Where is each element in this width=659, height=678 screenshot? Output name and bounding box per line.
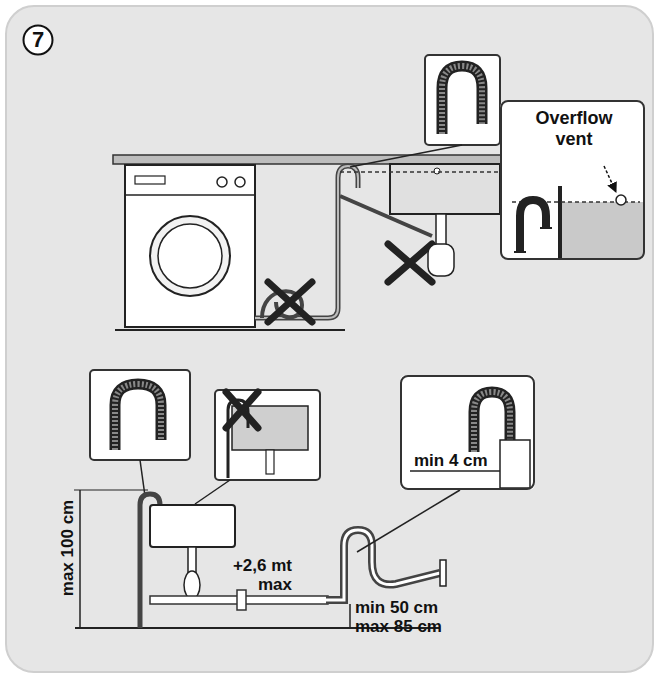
sink-trap — [428, 244, 454, 276]
sink-basin — [150, 505, 235, 547]
dimension-label: +2,6 mt max — [218, 556, 292, 594]
overflow-hole — [434, 168, 440, 174]
leader-line — [350, 145, 462, 167]
inset-label: Overflow vent — [524, 108, 624, 150]
control-knob — [235, 177, 245, 187]
tub-drain — [266, 450, 274, 474]
hose-inset — [425, 55, 500, 145]
panel — [6, 6, 653, 672]
leader-line — [357, 490, 460, 552]
step-number: 7 — [22, 24, 54, 56]
cross-mark — [388, 244, 432, 282]
dimension-line — [349, 604, 351, 628]
dimension-label: min 50 cm max 85 cm — [355, 598, 455, 636]
dimension-label: max 100 cm — [58, 500, 77, 596]
overflow-vent-symbol — [616, 195, 626, 205]
standpipe-inset-bg — [400, 375, 535, 490]
water — [562, 202, 643, 258]
hose-ends — [514, 228, 552, 252]
sink-trap — [184, 571, 200, 599]
cross-mark — [226, 392, 258, 428]
washing-machine — [125, 165, 255, 327]
overflow-inset: Overflow vent — [500, 100, 645, 260]
floor-line — [115, 329, 345, 331]
cross-mark — [268, 282, 312, 322]
leader-line — [195, 480, 230, 504]
wrong-inset — [215, 390, 320, 480]
hose-inset — [90, 370, 190, 460]
control-knob — [217, 177, 227, 187]
drain-hose-core — [255, 166, 358, 318]
pipe-joint — [237, 590, 246, 610]
u-hose-guide — [520, 200, 546, 252]
leader-line — [140, 460, 145, 496]
inset-label: min 4 cm — [414, 451, 504, 471]
callout-number: 7 — [22, 27, 54, 52]
drain-hose — [255, 166, 358, 318]
door-glass — [158, 224, 222, 288]
sink-wall — [558, 186, 562, 258]
wall-fitting — [440, 560, 446, 586]
u-hose-guide — [115, 384, 161, 450]
u-hose-ribs — [115, 384, 161, 450]
dimension-tick — [74, 489, 148, 490]
dimension-line — [79, 490, 81, 628]
u-hose-guide — [442, 66, 482, 134]
standpipe-hose — [326, 530, 440, 600]
machine-panel-line — [125, 194, 255, 196]
standpipe-hose-core — [326, 530, 440, 600]
standpipe — [500, 440, 530, 488]
detergent-drawer — [135, 176, 165, 184]
machine-door — [150, 216, 230, 296]
u-hose-ribs — [442, 66, 482, 134]
standpipe-inset: min 4 cm — [400, 375, 535, 490]
sink-drain — [436, 214, 446, 248]
pointer-arrow — [604, 166, 616, 192]
overflow-inset-bg — [500, 100, 645, 260]
dimension-line — [410, 470, 500, 472]
